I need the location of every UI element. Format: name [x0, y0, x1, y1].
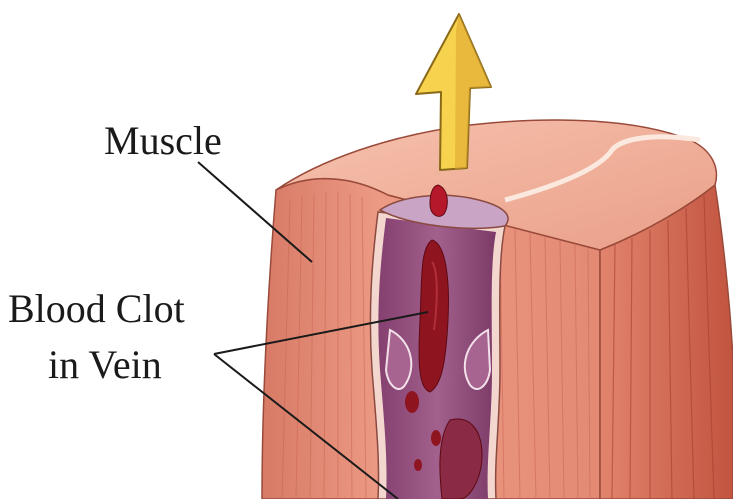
clot-fragment-small-1 — [405, 391, 419, 413]
in-vein-label: in Vein — [48, 342, 162, 388]
clot-fragment-small-3 — [414, 459, 422, 471]
muscle-label: Muscle — [104, 118, 222, 164]
clot-fragment-small-2 — [431, 430, 441, 446]
blood-clot-label: Blood Clot — [8, 286, 185, 332]
embolus — [430, 185, 447, 216]
